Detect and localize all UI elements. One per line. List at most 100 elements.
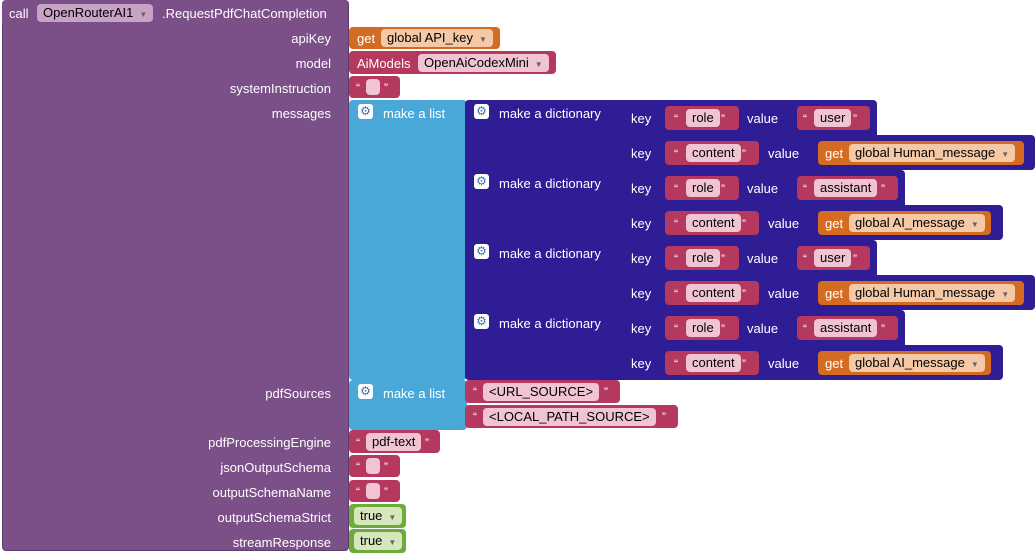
chevron-down-icon: ▼ (388, 538, 397, 547)
key-label: key (631, 356, 652, 371)
param-jsonoutputschema: jsonOutputSchema (220, 460, 331, 475)
quote-open: “ (674, 217, 678, 231)
content-var: global AI_message (855, 355, 965, 370)
value-label: value (768, 356, 800, 371)
value-label: value (768, 216, 800, 231)
apikey-var-dropdown[interactable]: global API_key▼ (381, 29, 493, 47)
quote-open: “ (473, 410, 477, 424)
method-name: .RequestPdfChatCompletion (162, 6, 327, 21)
key-label: key (631, 216, 652, 231)
quote-close: ” (721, 112, 725, 126)
systeminstruction-input[interactable] (366, 79, 380, 95)
gear-icon[interactable]: ⚙ (474, 174, 489, 189)
key-label: key (631, 286, 652, 301)
value-label: value (747, 321, 779, 336)
param-model: model (295, 56, 331, 71)
role-key[interactable]: role (686, 109, 720, 127)
role-key[interactable]: role (686, 249, 720, 267)
streamresponse-dropdown[interactable]: true ▼ (354, 532, 403, 550)
key-label: key (631, 321, 652, 336)
quote-close: ” (742, 217, 746, 231)
quote-open: “ (674, 287, 678, 301)
content-key[interactable]: content (686, 284, 741, 302)
chevron-down-icon: ▼ (1001, 290, 1010, 299)
content-var-dropdown[interactable]: global Human_message ▼ (849, 144, 1016, 162)
get-label: get (825, 146, 844, 161)
quote-close: ” (425, 436, 429, 450)
role-value[interactable]: user (814, 109, 852, 127)
role-value[interactable]: user (814, 249, 852, 267)
call-block[interactable] (2, 0, 349, 551)
quote-close: ” (742, 287, 746, 301)
content-key[interactable]: content (686, 144, 741, 162)
outputschemastrict-dropdown[interactable]: true▼ (354, 507, 403, 525)
gear-icon[interactable]: ⚙ (358, 384, 373, 399)
component-dropdown[interactable]: OpenRouterAI1▼ (37, 4, 154, 22)
pdf-source-url[interactable]: <URL_SOURCE> (483, 383, 600, 401)
chevron-down-icon: ▼ (139, 10, 148, 19)
jsonoutputschema-input[interactable] (366, 458, 380, 474)
param-messages: messages (271, 106, 331, 121)
outputschemaname-input[interactable] (366, 483, 380, 499)
quote-open: “ (674, 147, 678, 161)
pdf-engine-value[interactable]: pdf-text (366, 433, 422, 451)
role-value[interactable]: assistant (814, 319, 878, 337)
content-key[interactable]: content (686, 214, 741, 232)
gear-icon[interactable]: ⚙ (358, 104, 373, 119)
chevron-down-icon: ▼ (1001, 150, 1010, 159)
role-value[interactable]: assistant (814, 179, 878, 197)
quote-close: ” (881, 182, 885, 196)
chevron-down-icon: ▼ (534, 60, 543, 69)
gear-icon[interactable]: ⚙ (474, 104, 489, 119)
key-label: key (631, 181, 652, 196)
param-pdfprocessingengine: pdfProcessingEngine (208, 435, 331, 450)
value-label: value (747, 251, 779, 266)
param-outputschemastrict: outputSchemaStrict (217, 510, 331, 525)
chevron-down-icon: ▼ (970, 360, 979, 369)
make-list-label: make a list (383, 386, 446, 401)
key-label: key (631, 251, 652, 266)
make-dict-label: make a dictionary (499, 106, 601, 121)
param-apikey: apiKey (291, 31, 331, 46)
quote-open: “ (803, 252, 807, 266)
get-label: get (825, 286, 844, 301)
streamresponse-value: true (360, 533, 383, 548)
get-label: get (825, 356, 844, 371)
pdf-source-local[interactable]: <LOCAL_PATH_SOURCE> (483, 408, 656, 426)
get-label: get (357, 31, 376, 46)
role-key[interactable]: role (686, 319, 720, 337)
content-var-dropdown[interactable]: global AI_message ▼ (849, 214, 985, 232)
make-dict-label: make a dictionary (499, 176, 601, 191)
key-label: key (631, 146, 652, 161)
quote-close: ” (853, 252, 857, 266)
quote-close: ” (721, 182, 725, 196)
quote-open: “ (356, 436, 360, 450)
quote-close: ” (384, 460, 388, 474)
content-var: global AI_message (855, 215, 965, 230)
content-var-dropdown[interactable]: global AI_message ▼ (849, 354, 985, 372)
content-var: global Human_message (855, 285, 996, 300)
gear-icon[interactable]: ⚙ (474, 314, 489, 329)
value-label: value (747, 111, 779, 126)
quote-close: ” (742, 357, 746, 371)
chevron-down-icon: ▼ (970, 220, 979, 229)
quote-close: ” (721, 252, 725, 266)
call-label: call (9, 6, 29, 21)
value-label: value (768, 146, 800, 161)
key-label: key (631, 111, 652, 126)
param-outputschemaname: outputSchemaName (212, 485, 331, 500)
value-label: value (747, 181, 779, 196)
content-var: global Human_message (855, 145, 996, 160)
make-dict-label: make a dictionary (499, 246, 601, 261)
role-key[interactable]: role (686, 179, 720, 197)
quote-close: ” (662, 410, 666, 424)
messages-list-block[interactable] (349, 100, 467, 380)
param-streamresponse: streamResponse (232, 535, 331, 550)
make-list-label: make a list (383, 106, 446, 121)
model-value-dropdown[interactable]: OpenAiCodexMini▼ (418, 54, 549, 72)
get-label: get (825, 216, 844, 231)
model-block-label: AiModels (357, 56, 411, 71)
content-key[interactable]: content (686, 354, 741, 372)
gear-icon[interactable]: ⚙ (474, 244, 489, 259)
content-var-dropdown[interactable]: global Human_message ▼ (849, 284, 1016, 302)
